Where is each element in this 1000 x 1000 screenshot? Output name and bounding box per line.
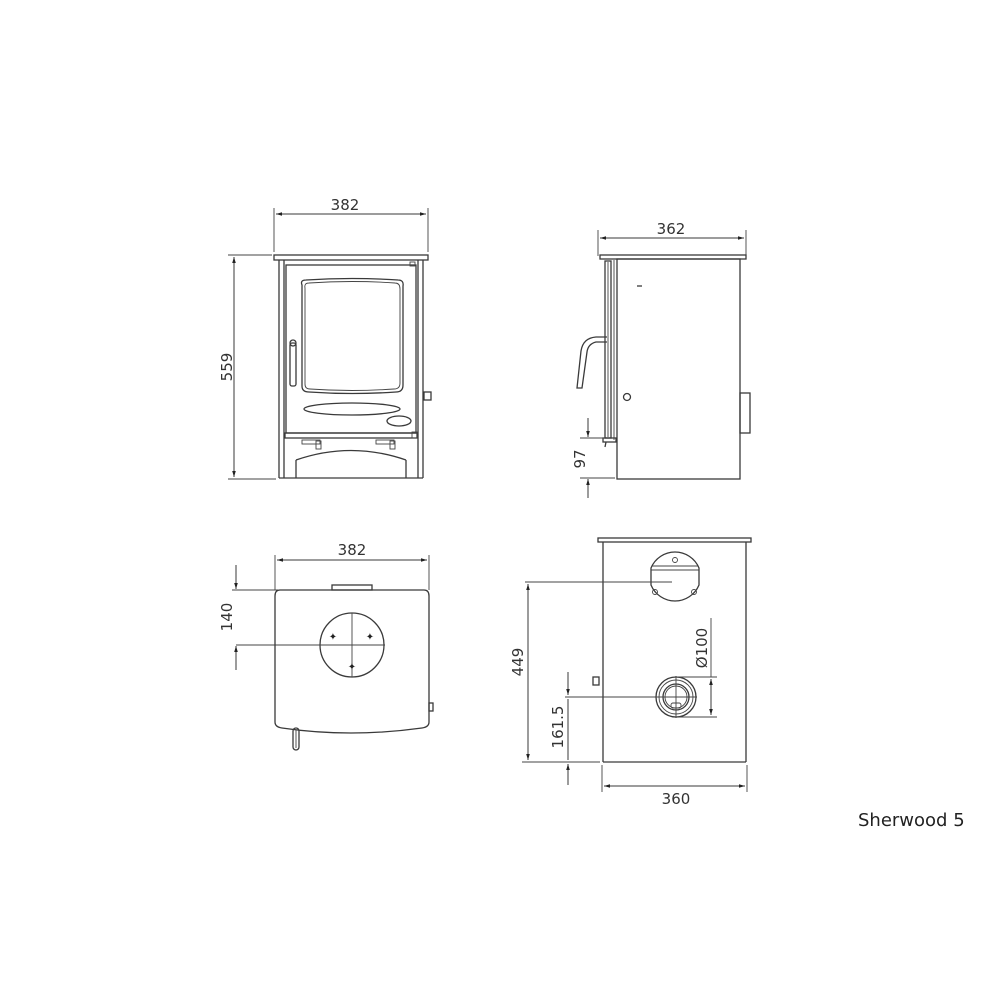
svg-text:✦: ✦ xyxy=(329,632,337,643)
model-name: Sherwood 5 xyxy=(858,810,965,831)
rear-view: Ø100 449 161.5 360 xyxy=(509,537,752,808)
leg-height-label: 97 xyxy=(571,449,589,468)
side-view: 362 97 xyxy=(571,220,751,498)
front-view: 382 559 xyxy=(218,196,432,480)
top-view: 382 140 ✦ ✦ ✦ xyxy=(218,541,434,751)
front-height-label: 559 xyxy=(218,353,236,382)
rear-width-label: 360 xyxy=(662,790,691,808)
side-depth-label: 362 xyxy=(657,220,686,238)
svg-text:✦: ✦ xyxy=(348,662,356,673)
outlet-diameter-label: Ø100 xyxy=(693,628,711,668)
svg-text:✦: ✦ xyxy=(366,632,374,643)
flue-offset-label: 140 xyxy=(218,603,236,632)
top-width-label: 382 xyxy=(338,541,367,559)
rear-outlet-height-label: 161.5 xyxy=(549,706,567,749)
top-flue-height-label: 449 xyxy=(509,648,527,677)
front-width-label: 382 xyxy=(331,196,360,214)
